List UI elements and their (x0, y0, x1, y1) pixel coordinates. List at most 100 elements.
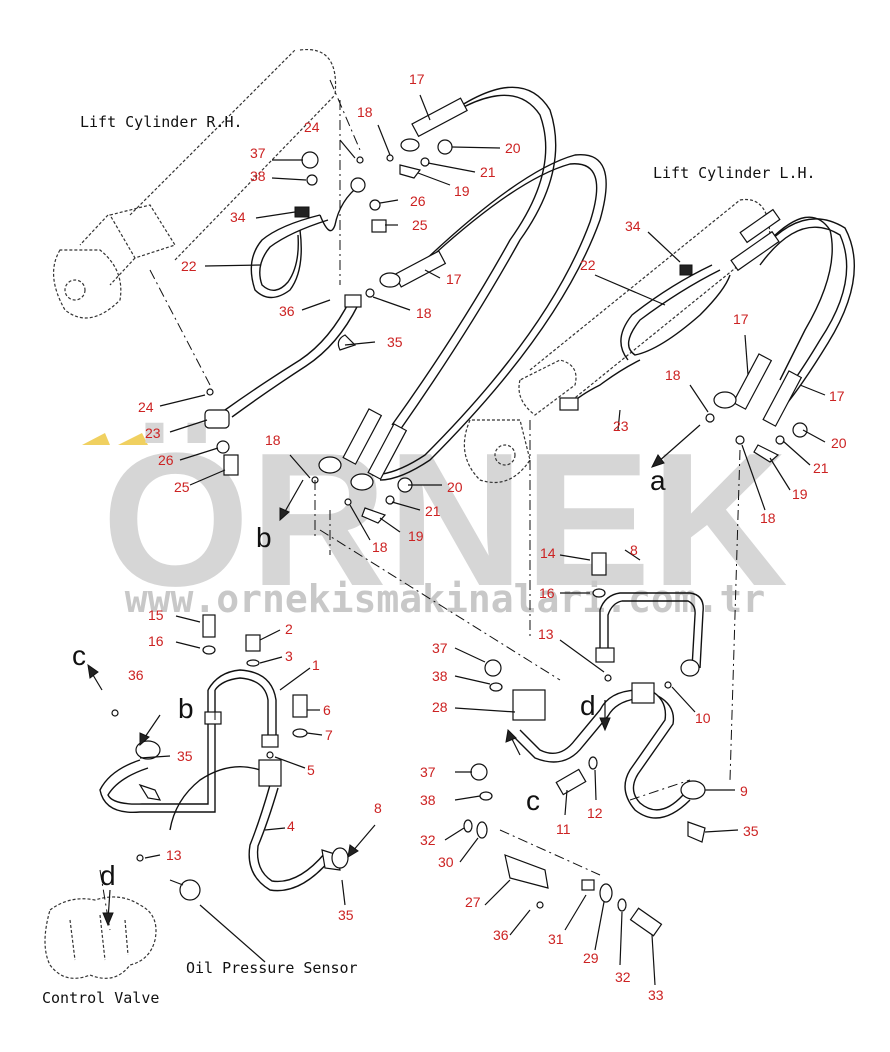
letter-c-left: c (72, 640, 86, 671)
hose-fitting-17f (762, 370, 803, 427)
nut-30 (476, 821, 488, 839)
part-22: 22 (181, 258, 197, 274)
nut-29 (599, 883, 613, 903)
hose-fitting-17c (342, 408, 383, 465)
hose-fitting-top-a (730, 230, 780, 272)
letter-b-top: b (256, 522, 272, 553)
part-37: 37 (432, 640, 448, 656)
oring-18-lh (705, 413, 715, 423)
part-18: 18 (357, 104, 373, 120)
arrows (87, 424, 701, 927)
arrow-c-mid (505, 728, 517, 743)
part-24: 24 (138, 399, 154, 415)
part-9: 9 (740, 783, 748, 799)
washer-38-lower (479, 791, 493, 801)
label-oil-pressure-sensor: Oil Pressure Sensor (186, 959, 358, 977)
part-28: 28 (432, 699, 448, 715)
washer-12 (588, 756, 598, 770)
washer-3 (246, 659, 260, 667)
oring-36-lower (111, 709, 119, 717)
clamp-19-lh (753, 444, 780, 463)
watermark: ÖRNEK www.ornekismakinalari.com.tr (82, 414, 788, 626)
arrow-a (651, 454, 665, 468)
clamp-34-rh (294, 206, 310, 218)
part-8: 8 (630, 542, 638, 558)
washer-32-left (463, 819, 473, 833)
part-6: 6 (323, 702, 331, 718)
part-27: 27 (465, 894, 481, 910)
part-37: 37 (420, 764, 436, 780)
part-18: 18 (416, 305, 432, 321)
oring-18-low (344, 498, 352, 506)
bolt-25-rh2 (223, 454, 239, 476)
flange-lower-left (135, 740, 161, 760)
bolt-11 (555, 768, 587, 796)
letter-b-mid: b (178, 693, 194, 724)
part-19: 19 (792, 486, 808, 502)
bolt-20-lh (792, 422, 808, 438)
part-35: 35 (387, 334, 403, 350)
part-17: 17 (829, 388, 845, 404)
part-12: 12 (587, 805, 603, 821)
arrow-c-left (87, 663, 99, 679)
oring-36-right (536, 901, 544, 909)
part-17: 17 (409, 71, 425, 87)
part-3: 3 (285, 648, 293, 664)
part-18: 18 (760, 510, 776, 526)
part-15: 15 (148, 607, 164, 623)
part-38: 38 (432, 668, 448, 684)
arrow-8-lower (347, 844, 359, 858)
nut-37-rh (301, 151, 319, 169)
clamp-23-lh (559, 397, 579, 411)
bracket-28 (512, 689, 546, 721)
part-24: 24 (304, 119, 320, 135)
hose-fitting-17b (393, 250, 447, 288)
clamp-35-right (687, 821, 706, 843)
elbow-rh (350, 177, 366, 193)
part-18: 18 (372, 539, 388, 555)
part-13: 13 (538, 626, 554, 642)
hose-fitting-top-b (739, 208, 781, 244)
arrow-b-top (279, 507, 290, 522)
part-38: 38 (250, 168, 266, 184)
clamp-35-rh (344, 294, 362, 308)
washer-21-top (420, 157, 430, 167)
part-7: 7 (325, 727, 333, 743)
part-5: 5 (307, 762, 315, 778)
arrow-d-mid (599, 717, 611, 732)
part-14: 14 (540, 545, 556, 561)
part-10: 10 (695, 710, 711, 726)
hose-fitting-17d (367, 423, 408, 480)
arrow-d-left (102, 912, 114, 927)
nut-37-lower (470, 763, 488, 781)
letter-d-left: d (100, 860, 116, 891)
part-2: 2 (285, 621, 293, 637)
part-31: 31 (548, 931, 564, 947)
watermark-accent-left (82, 433, 110, 445)
washer-7 (292, 728, 308, 738)
oring-5 (266, 751, 274, 759)
part-8: 8 (374, 800, 382, 816)
bolt-15 (202, 614, 216, 638)
clamp-8-right (595, 647, 615, 663)
label-lift-cylinder-rh: Lift Cylinder R.H. (80, 113, 243, 131)
washer-38-right (489, 682, 503, 692)
bolt-20-top (437, 139, 453, 155)
control-valve (44, 896, 157, 979)
lift-cylinder-rh (52, 48, 337, 319)
part-38: 38 (420, 792, 436, 808)
hose-fitting-17e (732, 353, 773, 410)
part-18: 18 (665, 367, 681, 383)
part-4: 4 (287, 818, 295, 834)
part-25: 25 (174, 479, 190, 495)
part-30: 30 (438, 854, 454, 870)
clamp-19-mid (361, 507, 387, 524)
washer-21-lh (775, 435, 785, 445)
tube-assembly-lower-left (99, 614, 349, 901)
part-17: 17 (446, 271, 462, 287)
label-lift-cylinder-lh: Lift Cylinder L.H. (653, 164, 816, 182)
nut-37-right (484, 659, 502, 677)
part-21: 21 (813, 460, 829, 476)
watermark-accent-right (118, 433, 148, 445)
